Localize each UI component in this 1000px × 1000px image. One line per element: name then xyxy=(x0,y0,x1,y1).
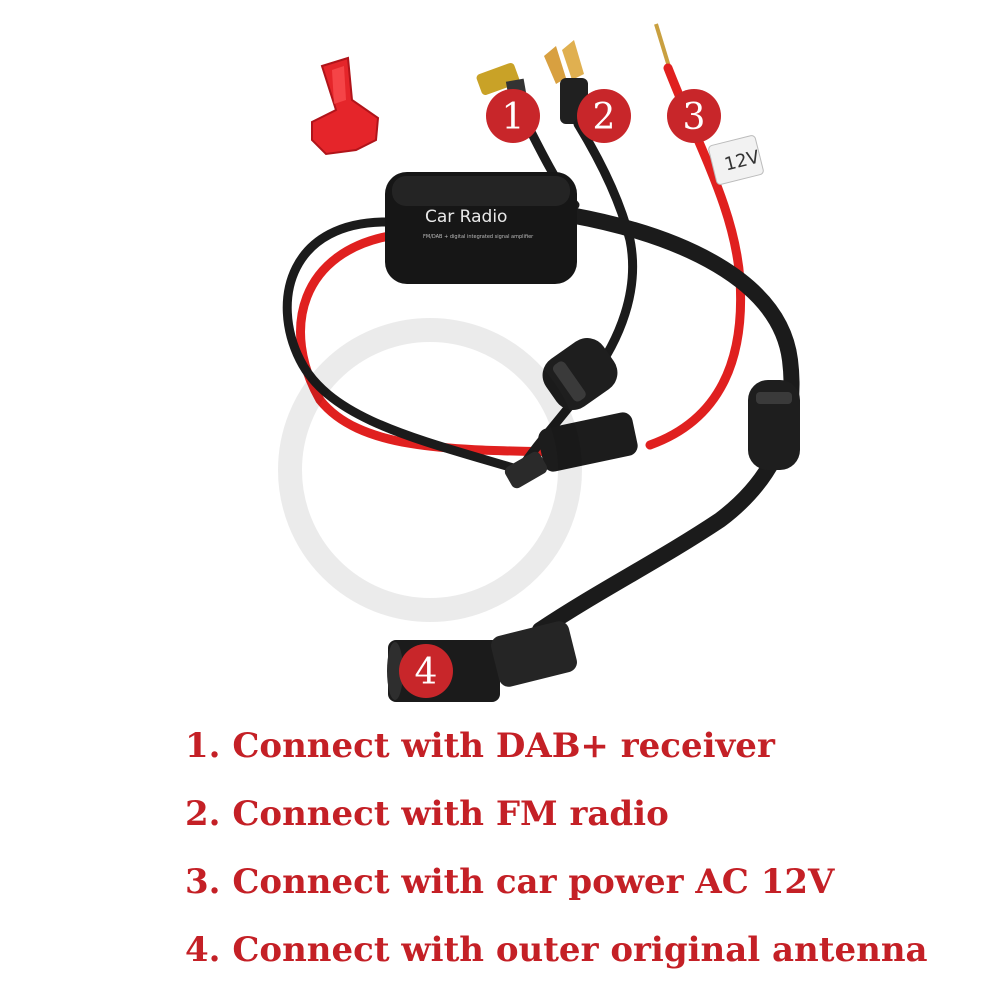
callout-badge-2: 2 xyxy=(577,89,631,143)
instruction-item: 4. Connect with outer original antenna xyxy=(185,930,928,970)
voltage-tag: 12V xyxy=(708,135,764,185)
callout-number: 3 xyxy=(683,97,706,138)
callout-badge-3: 3 xyxy=(667,89,721,143)
connection-instructions: 1. Connect with DAB+ receiver 2. Connect… xyxy=(185,718,985,990)
module-sublabel: FM/DAB + digital integrated signal ampli… xyxy=(423,234,534,240)
fuse-holder xyxy=(504,412,638,489)
callout-number: 2 xyxy=(593,97,616,138)
instruction-item: 3. Connect with car power AC 12V xyxy=(185,862,835,902)
callout-number: 1 xyxy=(502,97,525,138)
wire-tap-connector xyxy=(311,56,380,156)
product-photo: 12V Car Radio FM/DAB + digital integrate… xyxy=(278,23,800,702)
amplifier-module: Car Radio FM/DAB + digital integrated si… xyxy=(385,172,577,284)
watermark xyxy=(278,318,582,622)
instruction-item: 2. Connect with FM radio xyxy=(185,794,669,834)
ferrite-bead xyxy=(542,338,618,410)
module-label: Car Radio xyxy=(425,207,507,227)
callout-badge-4: 4 xyxy=(399,644,453,698)
bare-wire-tip xyxy=(654,23,672,71)
callout-number: 4 xyxy=(415,652,438,693)
instruction-item: 1. Connect with DAB+ receiver xyxy=(185,726,775,766)
callout-badge-1: 1 xyxy=(486,89,540,143)
ferrite-bead xyxy=(748,380,800,470)
